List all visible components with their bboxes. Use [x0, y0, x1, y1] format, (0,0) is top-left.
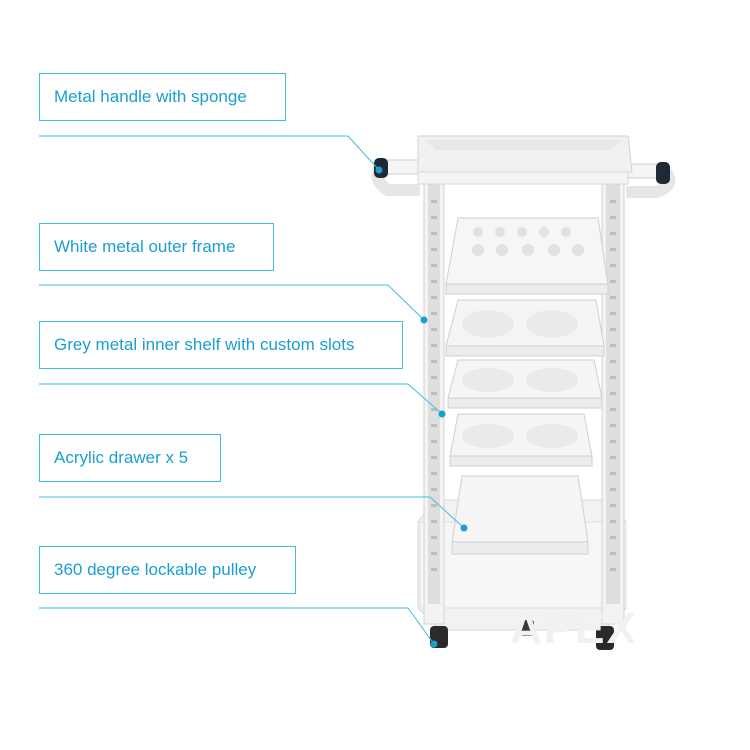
label-outer-frame: White metal outer frame — [39, 223, 274, 271]
apex-watermark-logo: APEX — [510, 604, 638, 653]
pulley-wheels — [430, 620, 614, 650]
frame-slots — [431, 200, 616, 571]
top-tray — [417, 135, 633, 173]
handle-sponges — [371, 158, 676, 198]
label-metal-handle: Metal handle with sponge — [39, 73, 286, 121]
leader-lines — [39, 135, 465, 645]
label-inner-shelf: Grey metal inner shelf with custom slots — [39, 321, 403, 369]
leader-dots — [375, 166, 468, 648]
label-acrylic-drawer: Acrylic drawer x 5 — [39, 434, 221, 482]
acrylic-drawers — [445, 217, 609, 555]
label-lockable-pulley: 360 degree lockable pulley — [39, 546, 296, 594]
